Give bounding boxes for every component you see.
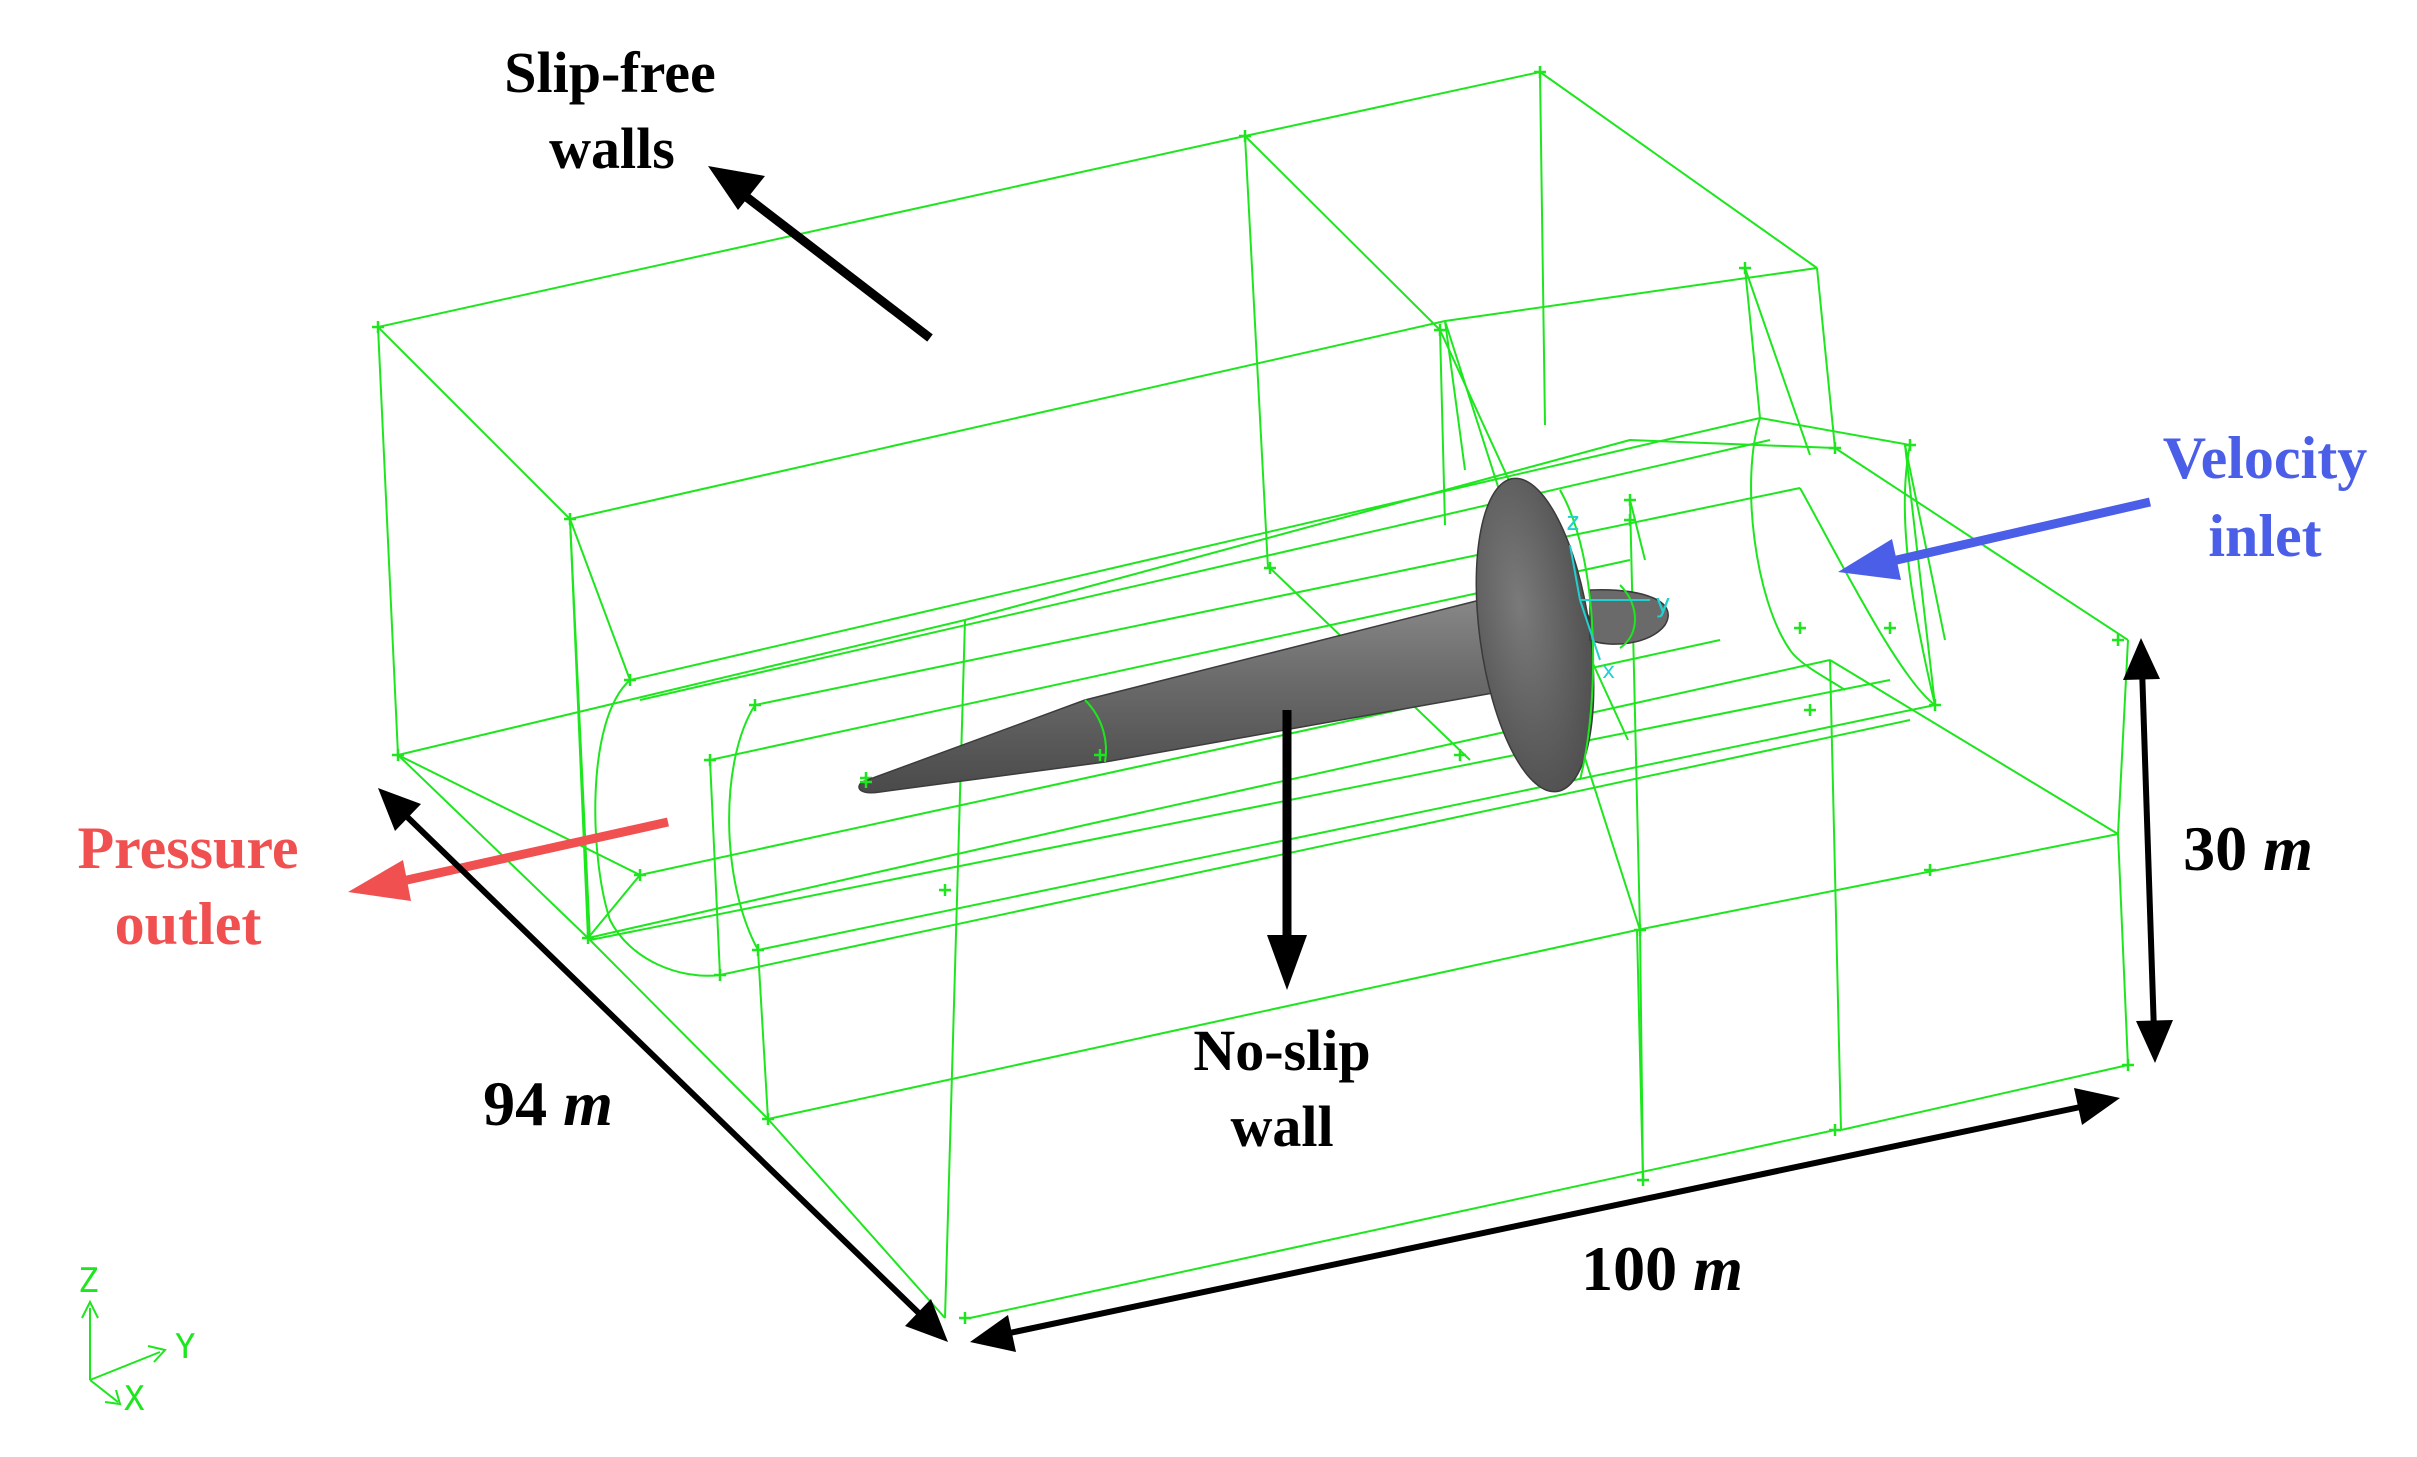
propeller-hub-arc (1619, 584, 1636, 649)
slip-free-arrow (708, 166, 933, 342)
height-dimension-label: 30 m (2183, 813, 2313, 884)
hull-section-ring (1084, 699, 1107, 763)
slip-free-label-line2: walls (549, 116, 675, 181)
nose-marker (860, 776, 872, 788)
local-axis-x: x (1602, 659, 1615, 684)
pressure-outlet-label: Pressure outlet (77, 815, 298, 957)
height-dimension-arrow (2123, 638, 2173, 1063)
no-slip-wall-label: No-slip wall (1193, 1018, 1370, 1159)
local-axis-y: y (1655, 589, 1671, 619)
pressure-label-line2: outlet (115, 891, 262, 957)
width-dimension-label: 94 m (483, 1068, 613, 1139)
velocity-inlet-label: Velocity inlet (2163, 425, 2367, 569)
propeller-hub (1589, 589, 1669, 645)
velocity-inlet-arrow (1838, 497, 2152, 580)
no-slip-label-line1: No-slip (1193, 1018, 1370, 1083)
xyz-axis-triad-icon: Z Y X (78, 1261, 195, 1419)
velocity-label-line1: Velocity (2163, 425, 2367, 491)
pressure-label-line1: Pressure (77, 815, 298, 881)
triad-x-label: X (124, 1379, 145, 1419)
triad-z-label: Z (78, 1261, 98, 1301)
propeller-disk (1475, 477, 1595, 793)
pressure-outlet-arrow (348, 817, 669, 901)
length-dimension-label: 100 m (1581, 1233, 1743, 1304)
width-dimension-arrow (378, 788, 948, 1342)
no-slip-label-line2: wall (1230, 1094, 1333, 1159)
velocity-label-line2: inlet (2208, 503, 2321, 569)
local-axes-icon: z y x (1565, 507, 1671, 684)
triad-y-label: Y (175, 1327, 195, 1367)
submarine-model-icon: z y x (858, 477, 1671, 794)
propeller-disk-arc (1559, 489, 1595, 781)
local-axis-z: z (1565, 507, 1581, 537)
hull-ring-marker (1094, 749, 1106, 761)
no-slip-arrow (1267, 710, 1307, 990)
slip-free-label-line1: Slip-free (504, 40, 716, 105)
slip-free-walls-label: Slip-free walls (504, 40, 716, 181)
length-dimension-arrow (970, 1088, 2120, 1352)
